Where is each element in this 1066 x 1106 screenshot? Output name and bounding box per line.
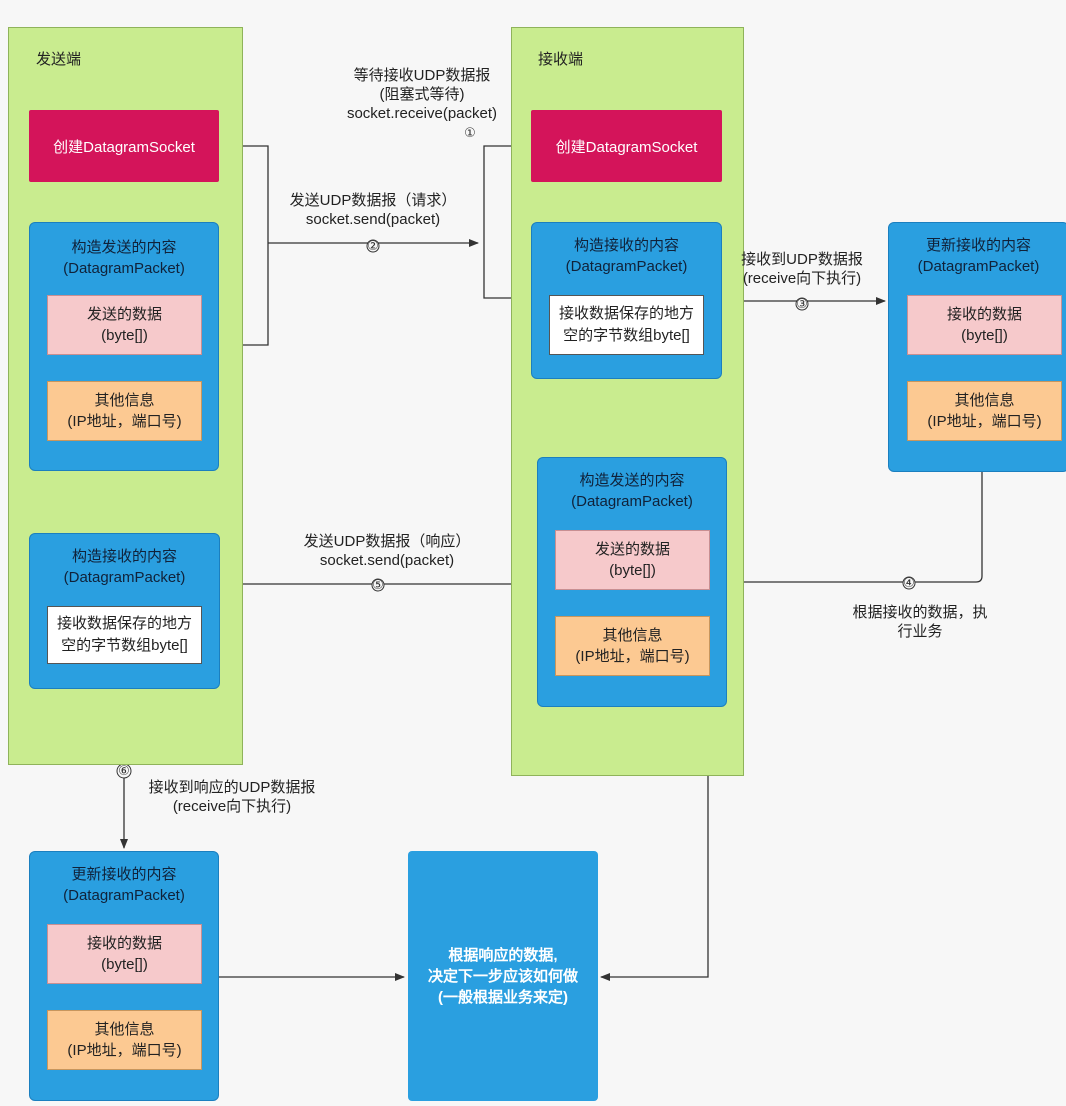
send-info-box: 其他信息 (IP地址，端口号) (47, 381, 202, 441)
recv-info-line2: (IP地址，端口号) (67, 1042, 182, 1059)
send-info-line2: (IP地址，端口号) (67, 413, 182, 430)
sender-send-packet: 构造发送的内容 (DatagramPacket) 发送的数据 (byte[]) 其… (29, 222, 219, 471)
receiver-send-packet: 构造发送的内容 (DatagramPacket) 发送的数据 (byte[]) 其… (537, 457, 727, 707)
receiver-create-socket: 创建DatagramSocket (531, 110, 722, 182)
step2-line1: 发送UDP数据报（请求） (289, 192, 457, 209)
send-info-line1: 其他信息 (94, 392, 155, 409)
send-data-box: 发送的数据 (byte[]) (47, 295, 202, 355)
packet-title-line1: 构造接收的内容 (71, 548, 177, 565)
step4-line1: 根据接收的数据，执 (852, 604, 988, 621)
packet-title-line1: 更新接收的内容 (925, 237, 1031, 254)
packet-title: 构造接收的内容 (DatagramPacket) (30, 546, 219, 588)
packet-title-line1: 构造发送的内容 (579, 472, 685, 489)
packet-title-line2: (DatagramPacket) (571, 493, 693, 510)
recv-info-box: 其他信息 (IP地址，端口号) (47, 1010, 202, 1070)
recv-info-line1: 其他信息 (954, 392, 1015, 409)
step3-line2: (receive向下执行) (742, 270, 862, 287)
arrow-step4 (728, 472, 983, 586)
packet-title: 更新接收的内容 (DatagramPacket) (889, 235, 1066, 277)
send-data-box: 发送的数据 (byte[]) (555, 530, 710, 590)
send-data-line2: (byte[]) (101, 327, 148, 344)
packet-title: 构造发送的内容 (DatagramPacket) (538, 470, 726, 512)
step6-number: ⑥ (118, 763, 130, 778)
step1-line1: 等待接收UDP数据报 (353, 67, 491, 84)
recv-info-box: 其他信息 (IP地址，端口号) (907, 381, 1062, 441)
step2-number: ② (367, 238, 379, 253)
step4-label: 根据接收的数据，执 行业务 (830, 603, 1010, 641)
recv-data-line1: 接收的数据 (86, 935, 162, 952)
step4-line2: 行业务 (897, 623, 943, 640)
send-info-box: 其他信息 (IP地址，端口号) (555, 616, 710, 676)
step6-label: 接收到响应的UDP数据报 (receive向下执行) (134, 778, 330, 816)
final-line1: 根据响应的数据, (448, 946, 558, 964)
packet-title-line1: 构造发送的内容 (71, 239, 177, 256)
step3-number: ③ (796, 296, 808, 311)
step1-number: ① (464, 125, 476, 140)
recv-data-box: 接收的数据 (byte[]) (907, 295, 1062, 355)
recv-buffer-box: 接收数据保存的地方空的字节数组byte[] (47, 606, 202, 664)
packet-title-line2: (DatagramPacket) (565, 258, 688, 275)
recv-data-box: 接收的数据 (byte[]) (47, 924, 202, 984)
send-info-line1: 其他信息 (602, 627, 663, 644)
step3-line1: 接收到UDP数据报 (741, 251, 863, 268)
recv-info-line2: (IP地址，端口号) (927, 413, 1042, 430)
arrow-to-final-right (600, 676, 709, 981)
packet-title-line2: (DatagramPacket) (917, 258, 1040, 275)
recv-data-line2: (byte[]) (961, 327, 1008, 344)
step1-line2: (阻塞式等待) (379, 86, 465, 103)
step6-line1: 接收到响应的UDP数据报 (148, 779, 316, 796)
step5-line2: socket.send(packet) (319, 552, 455, 569)
send-data-line1: 发送的数据 (594, 541, 670, 558)
packet-title: 构造发送的内容 (DatagramPacket) (30, 237, 218, 279)
receiver-recv-packet: 构造接收的内容 (DatagramPacket) 接收数据保存的地方空的字节数组… (531, 222, 722, 379)
step5-number: ⑤ (372, 577, 384, 592)
packet-title-line1: 构造接收的内容 (573, 237, 679, 254)
packet-title: 更新接收的内容 (DatagramPacket) (30, 864, 218, 906)
sender-create-socket: 创建DatagramSocket (29, 110, 219, 182)
recv-buffer-line2: 空的字节数组byte[] (61, 637, 188, 654)
line-sender-bracket (220, 145, 269, 346)
recv-buffer-line1: 接收数据保存的地方 (56, 615, 192, 632)
step2-label: 发送UDP数据报（请求） socket.send(packet) (268, 191, 478, 229)
final-line2: 决定下一步应该如何做 (427, 967, 578, 985)
sender-lane-title: 发送端 (36, 51, 82, 68)
step4-number: ④ (903, 575, 915, 590)
sender-recv-packet: 构造接收的内容 (DatagramPacket) 接收数据保存的地方空的字节数组… (29, 533, 220, 689)
step5-line1: 发送UDP数据报（响应） (303, 533, 471, 550)
recv-buffer-box: 接收数据保存的地方空的字节数组byte[] (549, 295, 704, 355)
recv-info-line1: 其他信息 (94, 1021, 155, 1038)
recv-buffer-line1: 接收数据保存的地方 (558, 305, 694, 322)
packet-title-line2: (DatagramPacket) (63, 887, 185, 904)
step1-line3: socket.receive(packet) (346, 105, 498, 122)
packet-title-line1: 更新接收的内容 (71, 866, 177, 883)
sender-update-packet: 更新接收的内容 (DatagramPacket) 接收的数据 (byte[]) 其… (29, 851, 219, 1101)
final-line3: (一般根据业务来定) (437, 988, 568, 1006)
send-info-line2: (IP地址，端口号) (575, 648, 690, 665)
step2-line2: socket.send(packet) (305, 211, 441, 228)
step3-label: 接收到UDP数据报 (receive向下执行) (717, 250, 887, 288)
packet-title-line2: (DatagramPacket) (63, 569, 186, 586)
receiver-update-packet: 更新接收的内容 (DatagramPacket) 接收的数据 (byte[]) 其… (888, 222, 1066, 472)
step1-label: 等待接收UDP数据报 (阻塞式等待) socket.receive(packet… (322, 66, 522, 142)
step5-label: 发送UDP数据报（响应） socket.send(packet) (282, 532, 492, 570)
recv-data-line2: (byte[]) (101, 956, 148, 973)
send-data-line2: (byte[]) (609, 562, 656, 579)
final-decision-box: 根据响应的数据, 决定下一步应该如何做 (一般根据业务来定) (408, 851, 598, 1101)
step6-line2: (receive向下执行) (172, 798, 292, 815)
send-data-line1: 发送的数据 (86, 306, 162, 323)
receiver-lane-title: 接收端 (538, 51, 584, 68)
packet-title: 构造接收的内容 (DatagramPacket) (532, 235, 721, 277)
recv-data-line1: 接收的数据 (946, 306, 1022, 323)
packet-title-line2: (DatagramPacket) (63, 260, 185, 277)
recv-buffer-line2: 空的字节数组byte[] (563, 327, 690, 344)
